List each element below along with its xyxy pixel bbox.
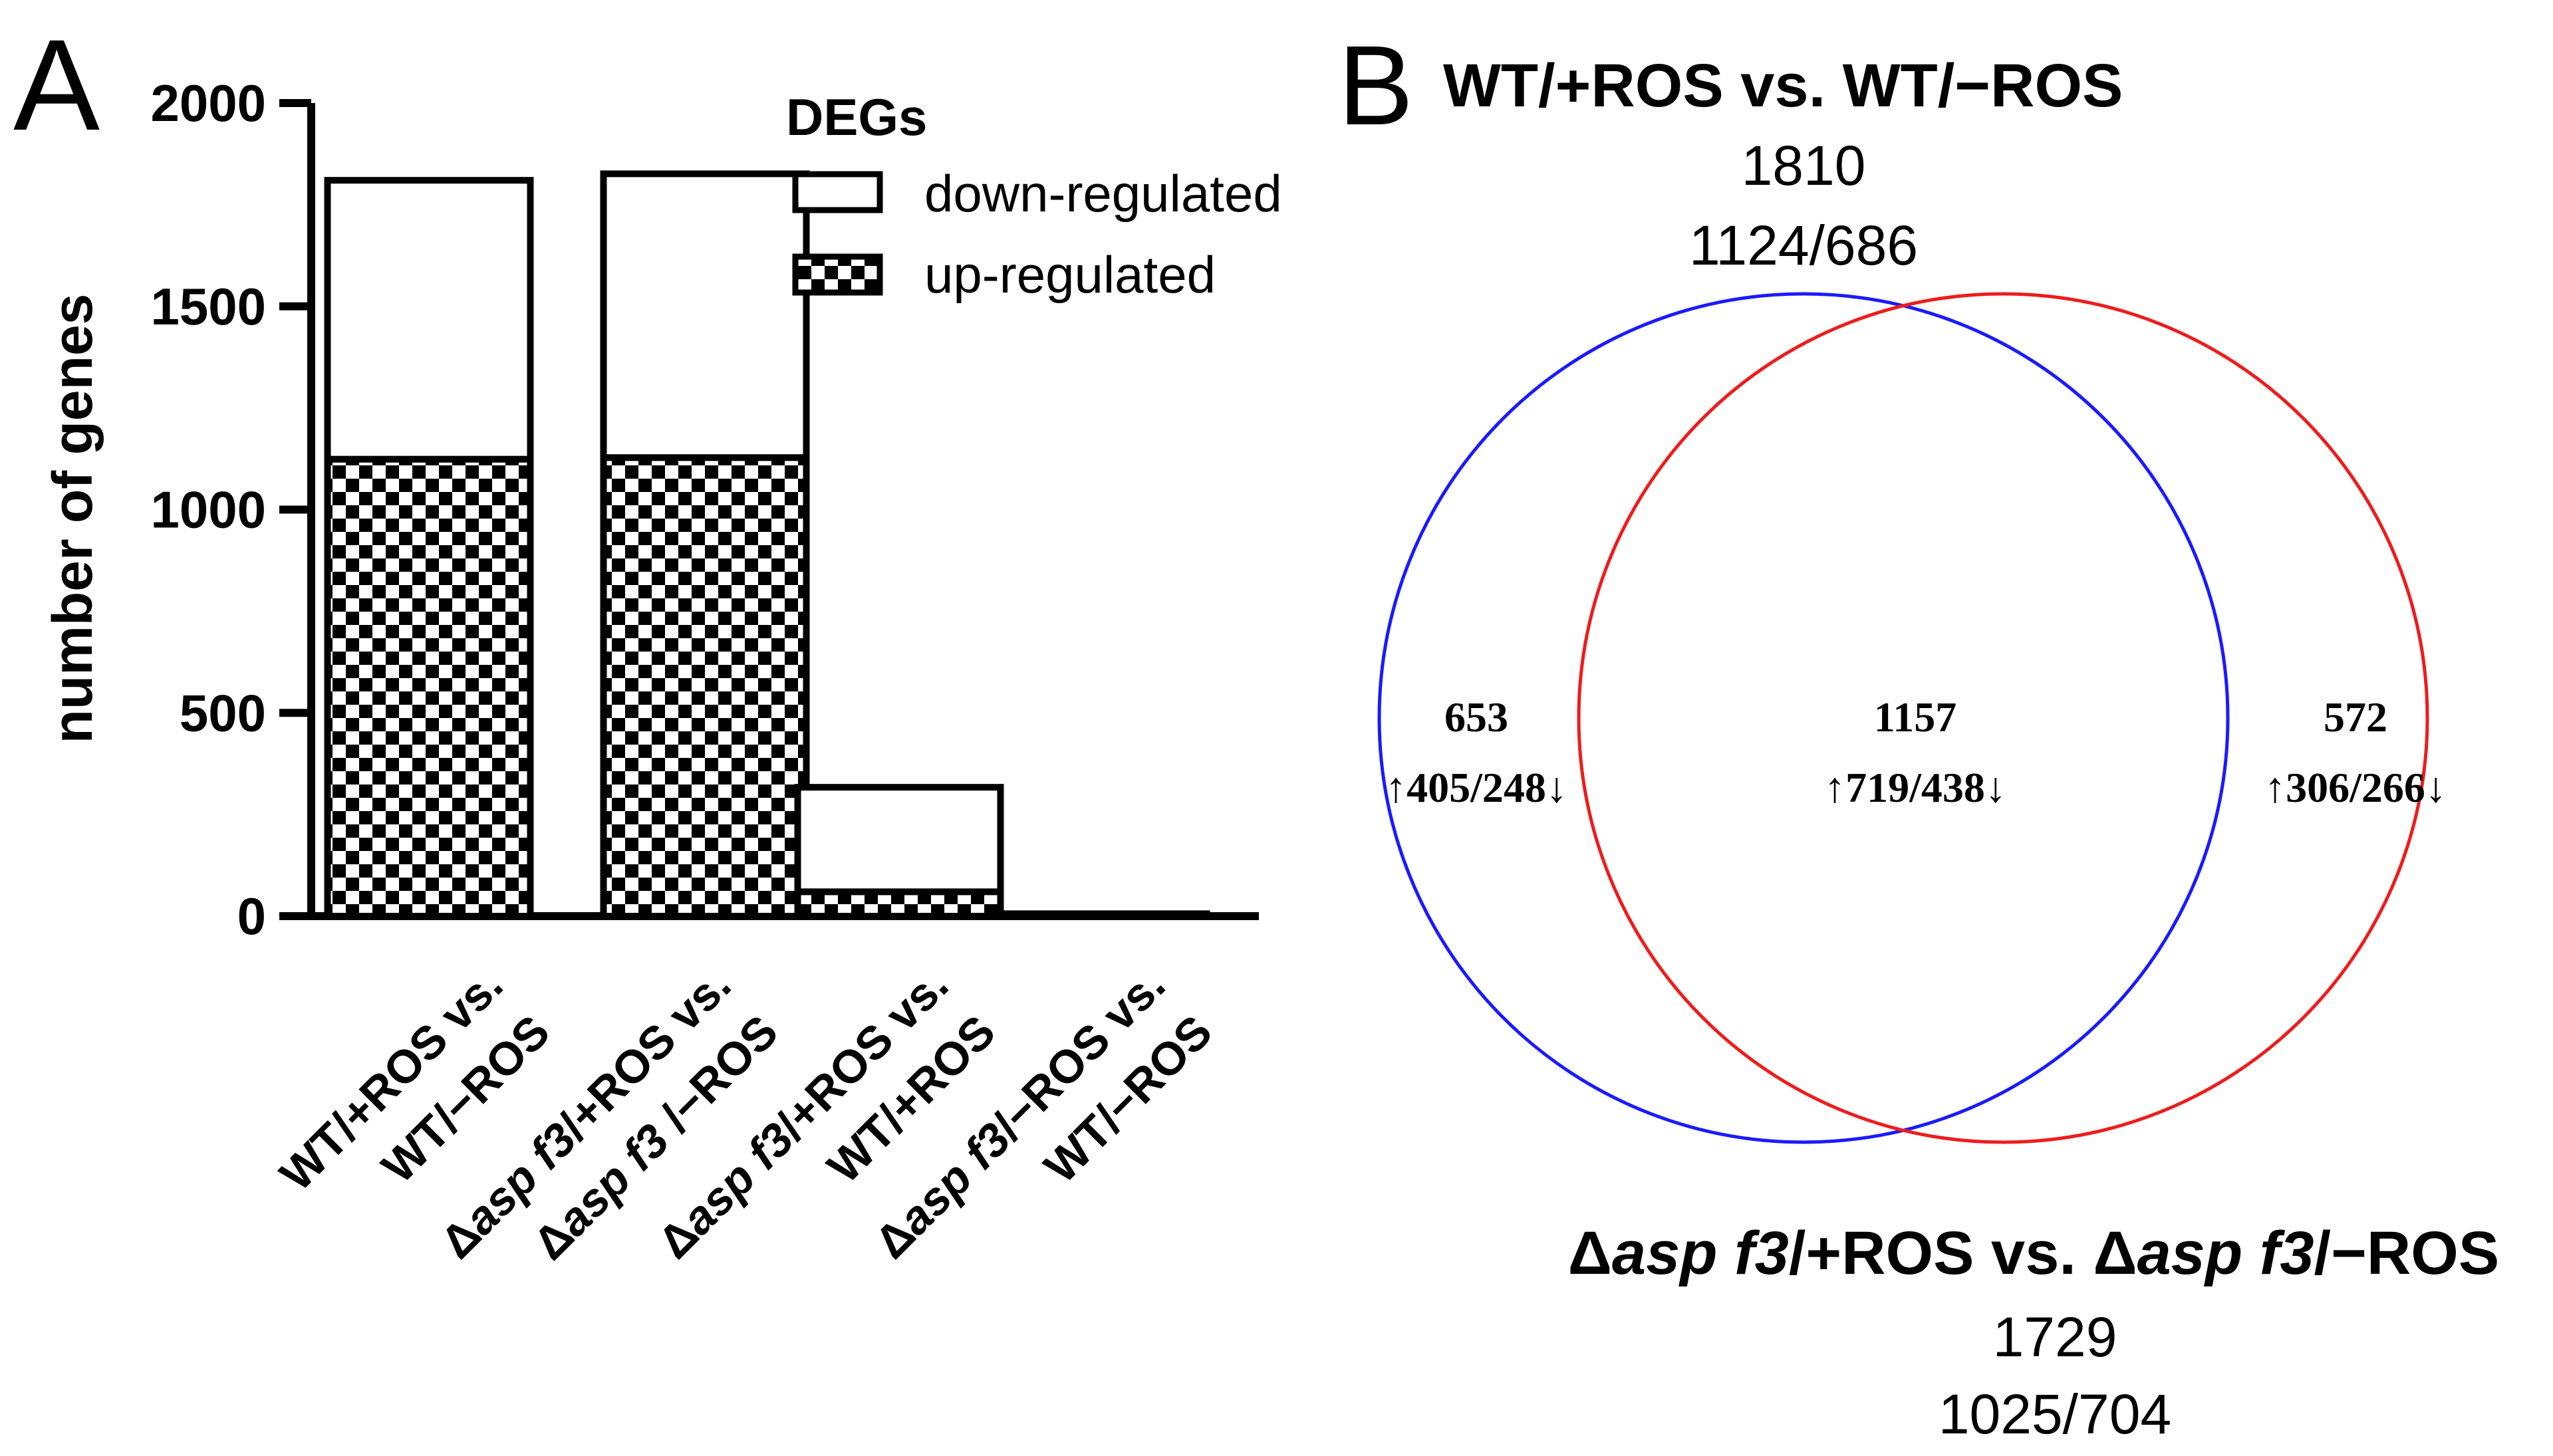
legend: DEGs down-regulated up-regulated [786, 88, 1282, 304]
y-tick-label: 1000 [150, 481, 266, 539]
venn-left-only-split: ↑405/248↓ [1385, 764, 1567, 811]
panel-a-letter: A [13, 13, 100, 158]
panel-b: B WT/+ROS vs. WT/−ROS 1810 1124/686 653 … [1338, 23, 2499, 1445]
venn-overlap-count: 1157 [1874, 693, 1956, 741]
venn-overlap-down: 438 [1921, 764, 1985, 811]
bar-up-regulated-3 [794, 888, 1004, 920]
venn-set-b-total: 1729 [1993, 1306, 2117, 1368]
up-arrow-icon: ↑ [1824, 764, 1845, 811]
down-arrow-icon: ↓ [1546, 764, 1567, 811]
venn-right-only-down: 266 [2361, 764, 2425, 811]
y-tick-label: 0 [237, 887, 266, 945]
venn-circle-set-a [1377, 292, 2230, 1144]
bar-down-regulated-2 [600, 170, 810, 461]
legend-swatch-up-regulated [792, 253, 883, 296]
bar-down-regulated-3 [794, 784, 1004, 896]
venn-right-only-split: ↑306/266↓ [2264, 764, 2447, 811]
venn-circle-set-b [1577, 292, 2429, 1144]
up-arrow-icon: ↑ [2264, 764, 2286, 811]
venn-set-b-title: Δasp f3/+ROS vs. Δasp f3/−ROS [1568, 1219, 2499, 1287]
venn-overlap-up: 719 [1845, 764, 1909, 811]
venn-right-only-count: 572 [2324, 693, 2387, 741]
bar-up-regulated-1 [324, 455, 534, 919]
bar-down-regulated-1 [324, 177, 534, 463]
y-tick-label: 1500 [150, 277, 266, 336]
legend-label-down-regulated: down-regulated [924, 164, 1282, 223]
down-arrow-icon: ↓ [1985, 764, 2006, 811]
panel-a: A number of genes 0 500 1000 1500 2000 WT/+R… [13, 13, 1282, 1270]
down-arrow-icon: ↓ [2425, 764, 2447, 811]
legend-title: DEGs [786, 88, 927, 146]
venn-left-only-count: 653 [1444, 693, 1508, 741]
venn-right-only-up: 306 [2286, 764, 2350, 811]
bars [324, 170, 1210, 920]
venn-set-a-title: WT/+ROS vs. WT/−ROS [1443, 52, 2123, 120]
y-axis-label: number of genes [41, 294, 104, 744]
venn-set-a-split: 1124/686 [1689, 214, 1918, 277]
venn-left-only-up: 405 [1407, 764, 1470, 811]
bar-up-regulated-2 [600, 454, 810, 919]
panel-b-letter: B [1338, 23, 1413, 149]
venn-set-a-total: 1810 [1742, 134, 1866, 197]
legend-label-up-regulated: up-regulated [924, 245, 1216, 304]
y-axis: 0 500 1000 1500 2000 [150, 74, 315, 945]
up-arrow-icon: ↑ [1385, 764, 1407, 811]
y-tick-label: 500 [180, 683, 266, 742]
legend-swatch-down-regulated [792, 171, 883, 213]
y-tick-label: 2000 [150, 74, 266, 132]
venn-set-b-split: 1025/704 [1939, 1383, 2171, 1445]
venn-left-only-down: 248 [1482, 764, 1546, 811]
venn-overlap-split: ↑719/438↓ [1824, 764, 2006, 811]
bar-down-regulated-4 [1000, 910, 1210, 919]
